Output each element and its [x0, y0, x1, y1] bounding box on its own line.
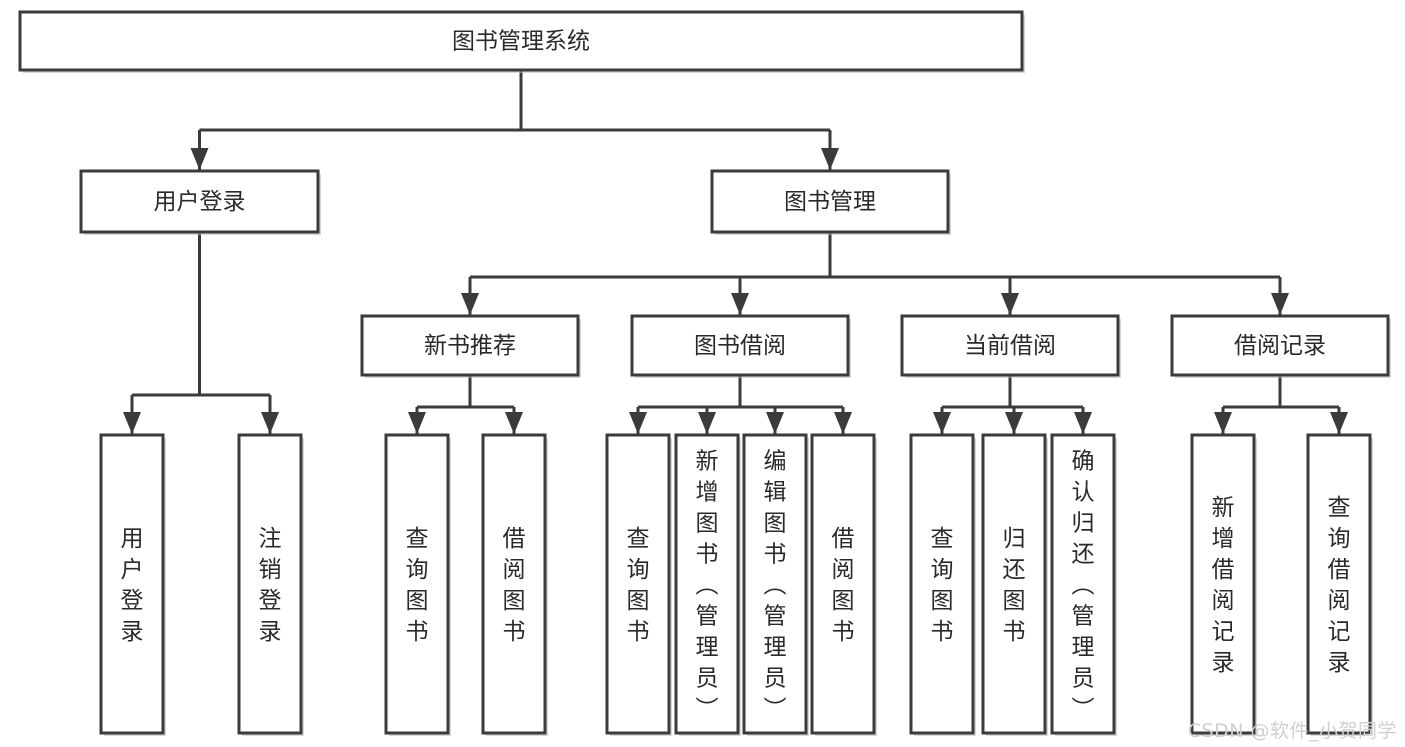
node-leaf-edit-book[interactable]: 编辑图书︵管理员︶ — [742, 433, 809, 736]
node-leaf-logout-login-label: 注销登录 — [259, 526, 282, 645]
arrow-head-icon — [261, 412, 279, 434]
node-book-manage-label: 图书管理 — [784, 189, 876, 215]
arrow-head-icon — [731, 293, 749, 315]
node-leaf-borrow-book-2-label: 借阅图书 — [832, 526, 855, 645]
node-leaf-user-login-label: 用户登录 — [121, 526, 144, 645]
node-current-borrow[interactable]: 当前借阅 — [900, 314, 1121, 378]
node-leaf-query-book-1-label: 查询图书 — [406, 526, 429, 645]
node-leaf-user-login-rect[interactable] — [99, 433, 165, 735]
node-leaf-query-book-2-label: 查询图书 — [627, 526, 650, 645]
arrow-head-icon — [1074, 412, 1092, 434]
node-leaf-return-book-rect[interactable] — [981, 433, 1047, 735]
arrow-head-icon — [123, 412, 141, 434]
node-root-图书管理系统-rect[interactable] — [18, 10, 1024, 72]
node-leaf-add-record-rect[interactable] — [1190, 433, 1256, 735]
node-book-borrow-rect[interactable] — [630, 314, 850, 377]
node-leaf-borrow-book-2[interactable]: 借阅图书 — [810, 433, 877, 736]
node-root-图书管理系统-label: 图书管理系统 — [452, 29, 590, 55]
node-borrow-record-rect[interactable] — [1170, 314, 1390, 377]
node-leaf-add-book-rect[interactable] — [674, 433, 740, 735]
node-borrow-record-label: 借阅记录 — [1234, 333, 1326, 359]
node-leaf-confirm-return[interactable]: 确认归还︵管理员︶ — [1050, 433, 1117, 736]
arrow-head-icon — [933, 412, 951, 434]
node-leaf-confirm-return-rect[interactable] — [1050, 433, 1116, 735]
arrow-head-icon — [1005, 412, 1023, 434]
arrow-head-icon — [1271, 293, 1289, 315]
arrow-head-icon — [461, 293, 479, 315]
node-leaf-add-record[interactable]: 新增借阅记录 — [1190, 433, 1257, 736]
node-leaf-query-book-1[interactable]: 查询图书 — [384, 433, 451, 736]
connectors-layer — [123, 70, 1348, 434]
nodes-layer: 图书管理系统用户登录图书管理新书推荐图书借阅当前借阅借阅记录用户登录注销登录查询… — [18, 10, 1391, 736]
node-book-borrow-label: 图书借阅 — [694, 333, 786, 359]
arrow-head-icon — [505, 412, 523, 434]
arrow-head-icon — [1330, 412, 1348, 434]
node-borrow-record[interactable]: 借阅记录 — [1170, 314, 1391, 378]
node-leaf-edit-book-label: 编辑图书︵管理员︶ — [764, 449, 787, 723]
node-leaf-query-record-label: 查询借阅记录 — [1328, 495, 1351, 676]
arrow-head-icon — [834, 412, 852, 434]
node-book-manage[interactable]: 图书管理 — [710, 169, 951, 235]
node-leaf-return-book-label: 归还图书 — [1003, 526, 1026, 645]
node-leaf-user-login[interactable]: 用户登录 — [99, 433, 166, 736]
node-leaf-borrow-book-1-rect[interactable] — [481, 433, 547, 735]
arrow-head-icon — [629, 412, 647, 434]
node-user-login-label: 用户登录 — [154, 189, 246, 215]
node-leaf-confirm-return-label: 确认归还︵管理员︶ — [1072, 449, 1095, 723]
node-user-login-rect[interactable] — [79, 169, 320, 234]
node-leaf-query-book-3-rect[interactable] — [909, 433, 975, 735]
node-book-borrow[interactable]: 图书借阅 — [630, 314, 851, 378]
node-new-book-recommend-label: 新书推荐 — [424, 333, 516, 359]
arrow-head-icon — [698, 412, 716, 434]
node-leaf-logout-login[interactable]: 注销登录 — [237, 433, 304, 736]
node-leaf-query-record-rect[interactable] — [1306, 433, 1372, 735]
node-new-book-recommend[interactable]: 新书推荐 — [360, 314, 581, 378]
node-leaf-query-book-2-rect[interactable] — [605, 433, 671, 735]
node-leaf-add-book[interactable]: 新增图书︵管理员︶ — [674, 433, 741, 736]
node-leaf-borrow-book-1[interactable]: 借阅图书 — [481, 433, 548, 736]
node-leaf-borrow-book-2-rect[interactable] — [810, 433, 876, 735]
node-leaf-query-book-1-rect[interactable] — [384, 433, 450, 735]
arrow-head-icon — [821, 148, 839, 170]
csdn-watermark: CSDN @软件_小贺同学 — [1187, 720, 1397, 742]
arrow-head-icon — [1214, 412, 1232, 434]
node-user-login[interactable]: 用户登录 — [79, 169, 321, 235]
node-leaf-query-book-3-label: 查询图书 — [931, 526, 954, 645]
node-leaf-borrow-book-1-label: 借阅图书 — [503, 526, 526, 645]
node-new-book-recommend-rect[interactable] — [360, 314, 580, 377]
node-leaf-return-book[interactable]: 归还图书 — [981, 433, 1048, 736]
node-leaf-edit-book-rect[interactable] — [742, 433, 808, 735]
node-leaf-add-record-label: 新增借阅记录 — [1212, 495, 1235, 676]
node-leaf-add-book-label: 新增图书︵管理员︶ — [696, 449, 719, 723]
arrow-head-icon — [408, 412, 426, 434]
node-current-borrow-rect[interactable] — [900, 314, 1120, 377]
arrow-head-icon — [1001, 293, 1019, 315]
node-leaf-logout-login-rect[interactable] — [237, 433, 303, 735]
node-current-borrow-label: 当前借阅 — [964, 333, 1056, 359]
node-root-图书管理系统[interactable]: 图书管理系统 — [18, 10, 1025, 73]
node-leaf-query-record[interactable]: 查询借阅记录 — [1306, 433, 1373, 736]
node-book-manage-rect[interactable] — [710, 169, 950, 234]
arrow-head-icon — [190, 148, 209, 170]
arrow-head-icon — [766, 412, 784, 434]
node-leaf-query-book-2[interactable]: 查询图书 — [605, 433, 672, 736]
node-leaf-query-book-3[interactable]: 查询图书 — [909, 433, 976, 736]
